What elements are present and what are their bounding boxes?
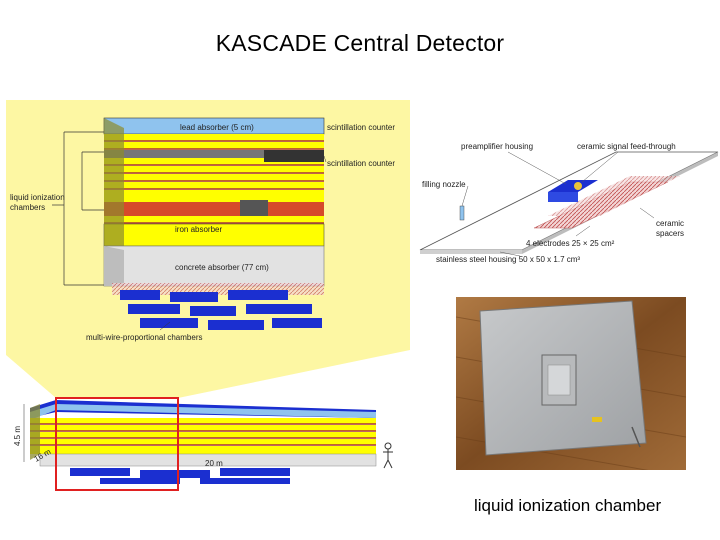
label-length: 20 m — [205, 459, 223, 468]
label-preamp: preamplifier housing — [461, 142, 533, 151]
label-electrodes: 4 electrodes 25 × 25 cm² — [526, 239, 615, 248]
label-nozzle: filling nozzle — [422, 180, 466, 189]
label-feedthrough: ceramic signal feed-through — [577, 142, 676, 151]
chamber-schematic: preamplifier housing ceramic signal feed… — [420, 142, 718, 264]
chamber-photo — [456, 297, 686, 470]
label-concrete-absorber: concrete absorber (77 cm) — [175, 263, 269, 272]
label-scintillation-top: scintillation counter — [327, 123, 395, 132]
label-spacers-2: spacers — [656, 229, 684, 238]
label-scintillation-mid: scintillation counter — [327, 159, 395, 168]
label-liquid-chambers-2: chambers — [10, 203, 45, 212]
label-iron-absorber: iron absorber — [175, 225, 222, 234]
label-lead-absorber: lead absorber (5 cm) — [180, 123, 254, 132]
label-spacers-1: ceramic — [656, 219, 684, 228]
photo-caption: liquid ionization chamber — [474, 496, 661, 516]
label-liquid-chambers-1: liquid ionization — [10, 193, 65, 202]
label-height: 4.5 m — [13, 426, 22, 446]
person-figure — [383, 443, 393, 468]
label-housing: stainless steel housing 50 x 50 x 1.7 cm… — [436, 255, 580, 264]
label-mwpc: multi-wire-proportional chambers — [86, 333, 202, 342]
overview-detector: 20 m 4.5 m 16 m — [13, 398, 393, 490]
